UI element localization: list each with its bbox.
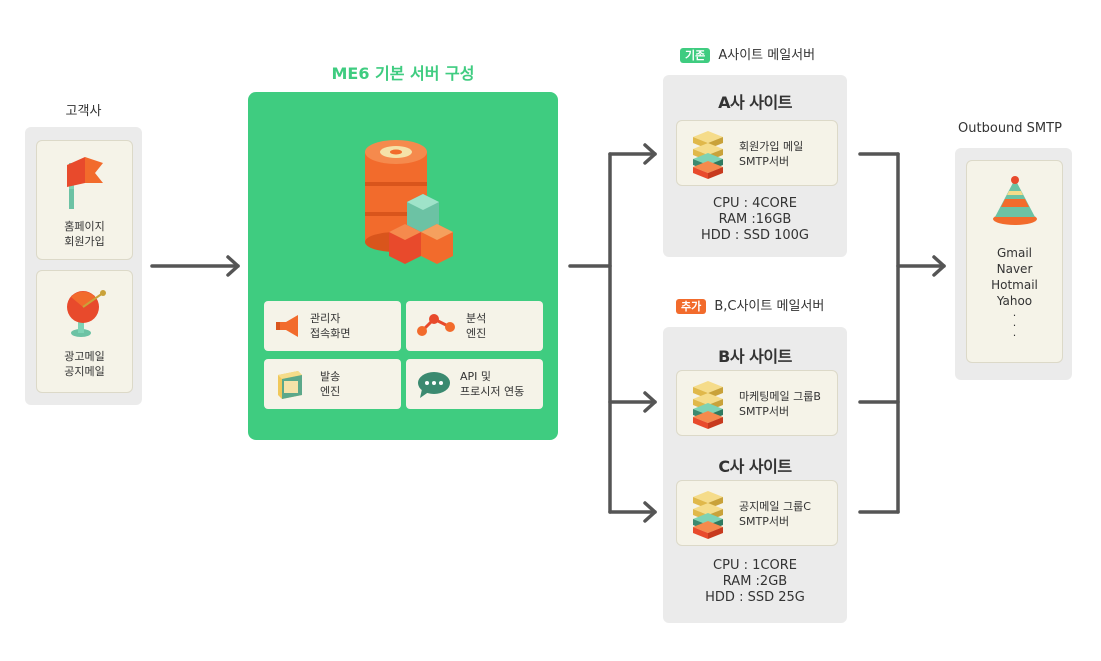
cone-icon — [993, 176, 1037, 225]
site-a-server: 회원가입 메일 SMTP서버 — [676, 120, 838, 186]
ellipsis-dot: · — [1012, 309, 1017, 322]
server-label: 회원가입 메일 — [739, 140, 804, 153]
customer-item-mail: 광고메일 공지메일 — [36, 270, 133, 393]
feature-send: 발송 엔진 — [264, 359, 401, 409]
customer-title: 고객사 — [65, 104, 102, 119]
server-label: SMTP서버 — [739, 515, 790, 528]
chat-bubble-icon — [418, 372, 450, 398]
feature-analysis: 분석 엔진 — [406, 301, 543, 351]
feature-label: 발송 — [320, 370, 341, 383]
ellipsis-dot: · — [1012, 329, 1017, 342]
provider-hotmail: Hotmail — [991, 278, 1038, 292]
site-c-server: 공지메일 그룹C SMTP서버 — [676, 480, 838, 546]
site-bc-ram: RAM :2GB — [722, 574, 788, 589]
site-bc-hdd: HDD : SSD 25G — [705, 590, 805, 605]
ellipsis-dot: · — [1012, 319, 1017, 332]
provider-naver: Naver — [996, 262, 1033, 276]
provider-gmail: Gmail — [996, 246, 1032, 260]
site-b-server: 마케팅메일 그룹B SMTP서버 — [676, 370, 838, 436]
site-a-title: A사 사이트 — [718, 93, 792, 112]
feature-label: 분석 — [466, 312, 487, 325]
server-label: SMTP서버 — [739, 405, 790, 418]
site-b-title: B사 사이트 — [718, 347, 792, 366]
outbound-card: Gmail Naver Hotmail Yahoo · · · — [966, 160, 1063, 363]
customer-item-label: 공지메일 — [64, 365, 105, 378]
added-header: 추가 B,C사이트 메일서버 — [676, 295, 824, 314]
site-c-title: C사 사이트 — [718, 457, 792, 476]
feature-label: 프로시저 연동 — [460, 385, 525, 398]
customer-item-label: 회원가입 — [64, 235, 105, 248]
send-box-icon — [278, 371, 302, 399]
feature-admin: 관리자 접속화면 — [264, 301, 401, 351]
core-title: ME6 기본 서버 구성 — [331, 64, 475, 83]
feature-label: 엔진 — [320, 385, 341, 398]
feature-api: API 및 프로시저 연동 — [406, 359, 543, 409]
customer-item-label: 광고메일 — [64, 350, 105, 363]
site-a-hdd: HDD : SSD 100G — [701, 228, 809, 243]
site-bc-cpu: CPU : 1CORE — [713, 558, 797, 573]
added-header-label: B,C사이트 메일서버 — [714, 299, 825, 314]
customer-item-homepage: 홈페이지 회원가입 — [36, 140, 133, 260]
flag-icon — [67, 157, 103, 209]
server-label: 마케팅메일 그룹B — [739, 390, 821, 403]
provider-yahoo: Yahoo — [996, 294, 1033, 308]
server-stack-icon — [693, 491, 723, 539]
megaphone-icon — [276, 315, 298, 337]
existing-badge: 기존 — [680, 48, 711, 63]
server-stack-icon — [693, 131, 723, 179]
site-a-cpu: CPU : 4CORE — [713, 196, 797, 211]
feature-label: 엔진 — [466, 327, 487, 340]
site-a-ram: RAM :16GB — [718, 212, 792, 227]
customer-item-label: 홈페이지 — [64, 220, 105, 233]
feature-label: 관리자 — [310, 312, 341, 325]
existing-header: 기존 A사이트 메일서버 — [680, 44, 815, 63]
server-stack-icon — [693, 381, 723, 429]
analytics-nodes-icon — [417, 314, 455, 336]
server-label: SMTP서버 — [739, 155, 790, 168]
existing-header-label: A사이트 메일서버 — [718, 48, 816, 63]
server-label: 공지메일 그룹C — [739, 500, 811, 513]
database-server-icon — [365, 140, 453, 264]
feature-label: 접속화면 — [310, 327, 351, 340]
outbound-title: Outbound SMTP — [958, 121, 1062, 136]
satellite-dish-icon — [67, 290, 106, 337]
added-badge: 추가 — [676, 299, 707, 314]
feature-label: API 및 — [460, 370, 492, 383]
